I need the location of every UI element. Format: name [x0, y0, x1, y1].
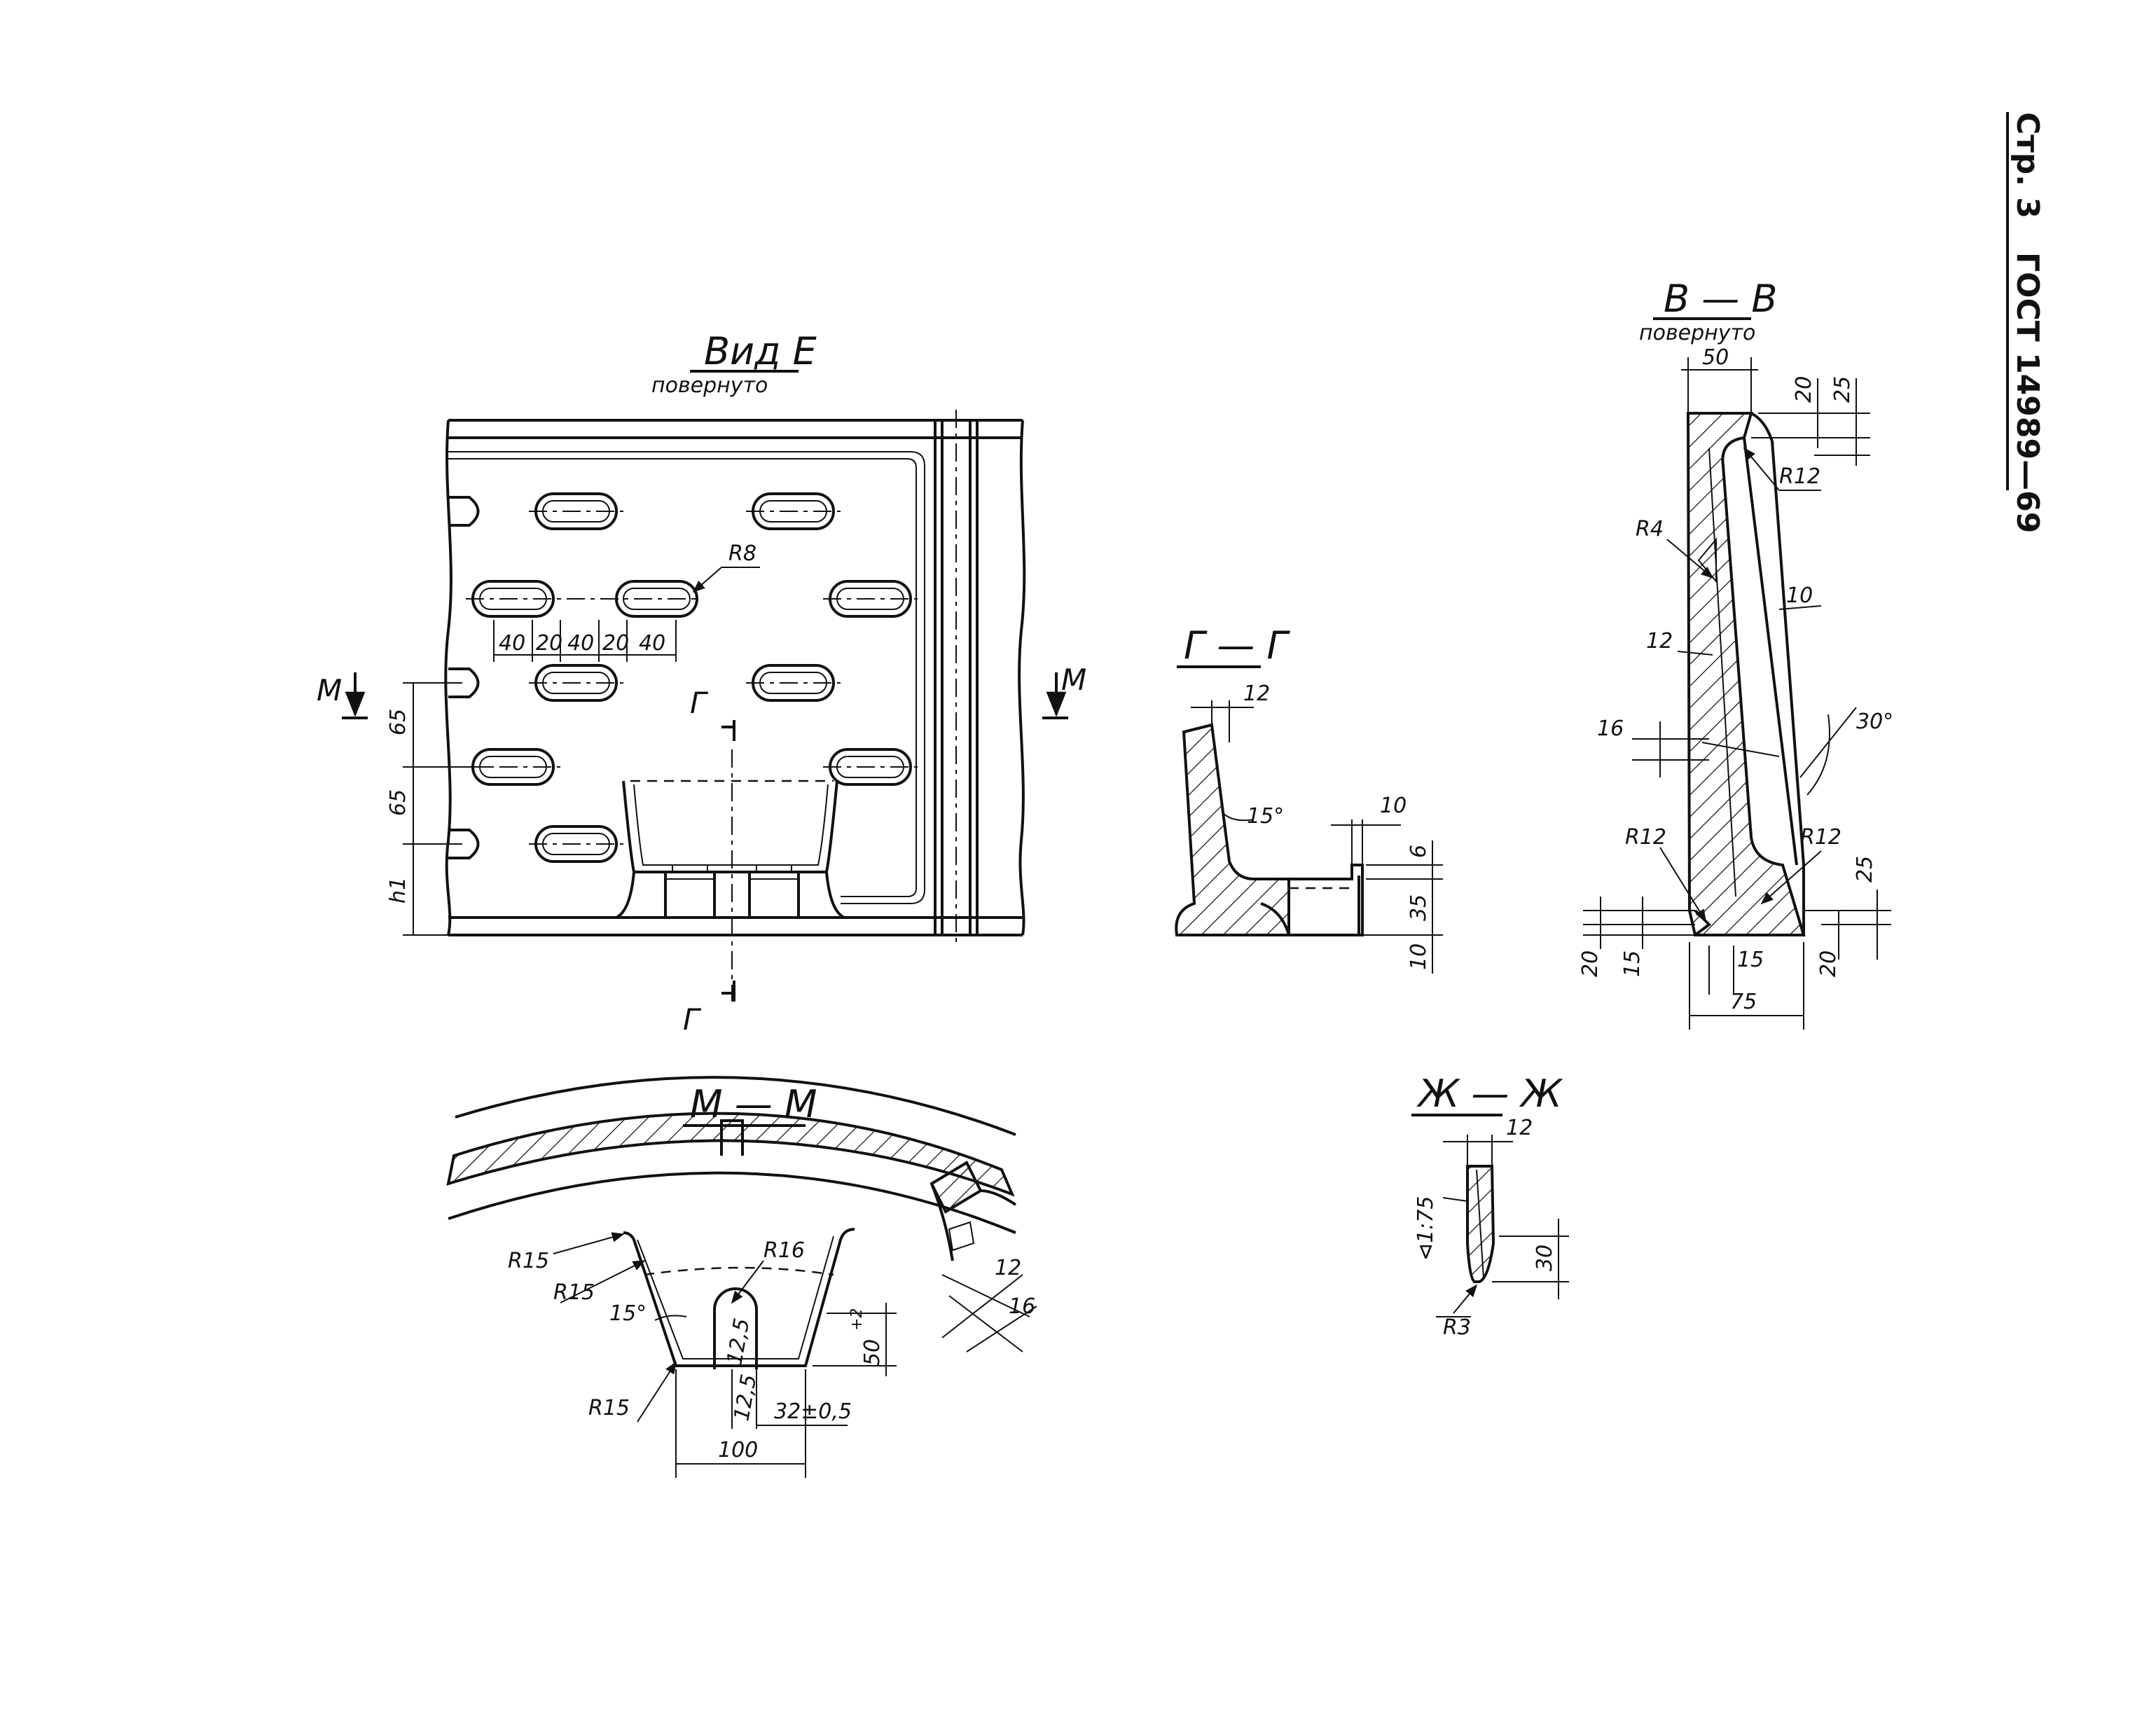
dim-20a: 20 [536, 631, 562, 656]
mm-r15-mid: R15 [553, 1280, 595, 1305]
mm-dim-12: 12 [995, 1256, 1021, 1280]
standard-number: ГОСТ 14989—69 [2010, 252, 2045, 533]
vv-r12-left: R12 [1625, 825, 1666, 850]
mm-dim-32: 32±0,5 [774, 1399, 852, 1424]
mm-dim-50: 50 [860, 1339, 885, 1366]
dim-65b: 65 [386, 789, 410, 816]
page-number: Стр. 3 [2010, 112, 2045, 219]
g-marker-bottom: Г [683, 1002, 702, 1037]
vv-r12-top: R12 [1779, 464, 1820, 489]
section-vv-subtitle: повернуто [1639, 321, 1755, 345]
section-zz: Ж — Ж 12 ⊲1:75 30 R3 [1411, 1072, 1569, 1340]
section-gg: Г — Г 12 15° 10 6 35 10 [1175, 623, 1443, 974]
vv-dim-12: 12 [1646, 629, 1673, 653]
dim-65a: 65 [386, 709, 410, 735]
section-vv: В — В повернуто [1578, 277, 1893, 1030]
section-gg-title: Г — Г [1184, 623, 1290, 667]
mm-r15-bottom: R15 [588, 1396, 630, 1420]
g-marker-top: Г [690, 686, 709, 720]
vv-dim-20-bottom-left: 20 [1578, 950, 1603, 977]
dim-40c: 40 [639, 631, 665, 656]
slot-row-1 [448, 492, 835, 530]
zz-r3: R3 [1443, 1315, 1471, 1340]
vv-dim-25-top: 25 [1830, 376, 1855, 403]
view-e: Вид Е повернуто [317, 329, 1086, 1037]
zz-dim-30: 30 [1533, 1245, 1557, 1271]
dim-h1: h1 [386, 877, 410, 904]
page-header: Стр. 3 ГОСТ 14989—69 [2006, 112, 2045, 533]
dim-40a: 40 [499, 631, 525, 656]
mm-dim-100: 100 [718, 1438, 758, 1462]
slot-row-3 [448, 664, 835, 702]
vv-dim-10: 10 [1786, 583, 1813, 608]
gg-dim-10b: 10 [1407, 943, 1431, 970]
gg-dim-35: 35 [1407, 894, 1431, 921]
gg-dim-angle: 15° [1247, 804, 1284, 829]
gg-dim-10a: 10 [1380, 794, 1407, 818]
section-zz-title: Ж — Ж [1416, 1072, 1563, 1116]
vv-angle-30: 30° [1856, 710, 1893, 734]
mm-dim-50-tol: +2 [848, 1308, 866, 1331]
zz-taper: ⊲1:75 [1414, 1196, 1438, 1261]
section-vv-title: В — В [1664, 277, 1777, 321]
zz-dim-12: 12 [1506, 1116, 1533, 1140]
vv-dim-50: 50 [1702, 345, 1729, 370]
mm-dim-16: 16 [1009, 1294, 1035, 1319]
view-e-title: Вид Е [704, 329, 817, 373]
vv-dim-15: 15 [1737, 948, 1764, 972]
section-mm: М — М R15 R15 R15 R16 [446, 1076, 1037, 1478]
vv-r4: R4 [1636, 517, 1664, 541]
vv-dim-75: 75 [1730, 990, 1757, 1014]
gg-dim-12: 12 [1243, 681, 1270, 706]
vv-dim-25-bottom: 25 [1853, 856, 1877, 883]
dim-40b: 40 [567, 631, 594, 656]
gg-dim-6: 6 [1407, 845, 1431, 858]
m-marker-left: М [317, 673, 342, 707]
mm-angle-15: 15° [609, 1301, 647, 1326]
vv-dim-15-left: 15 [1620, 950, 1645, 977]
m-marker-right: М [1061, 663, 1086, 697]
view-e-subtitle: повернуто [651, 373, 768, 398]
vv-dim-20-top: 20 [1792, 376, 1816, 403]
mm-r16: R16 [763, 1238, 805, 1263]
mm-r15-top: R15 [508, 1249, 549, 1273]
vv-dim-20-bottom-right: 20 [1816, 950, 1841, 977]
vv-r12-right: R12 [1800, 825, 1841, 850]
vv-dim-16-side: 16 [1597, 717, 1624, 741]
dim-20b: 20 [602, 631, 629, 656]
r8-label: R8 [728, 541, 756, 566]
